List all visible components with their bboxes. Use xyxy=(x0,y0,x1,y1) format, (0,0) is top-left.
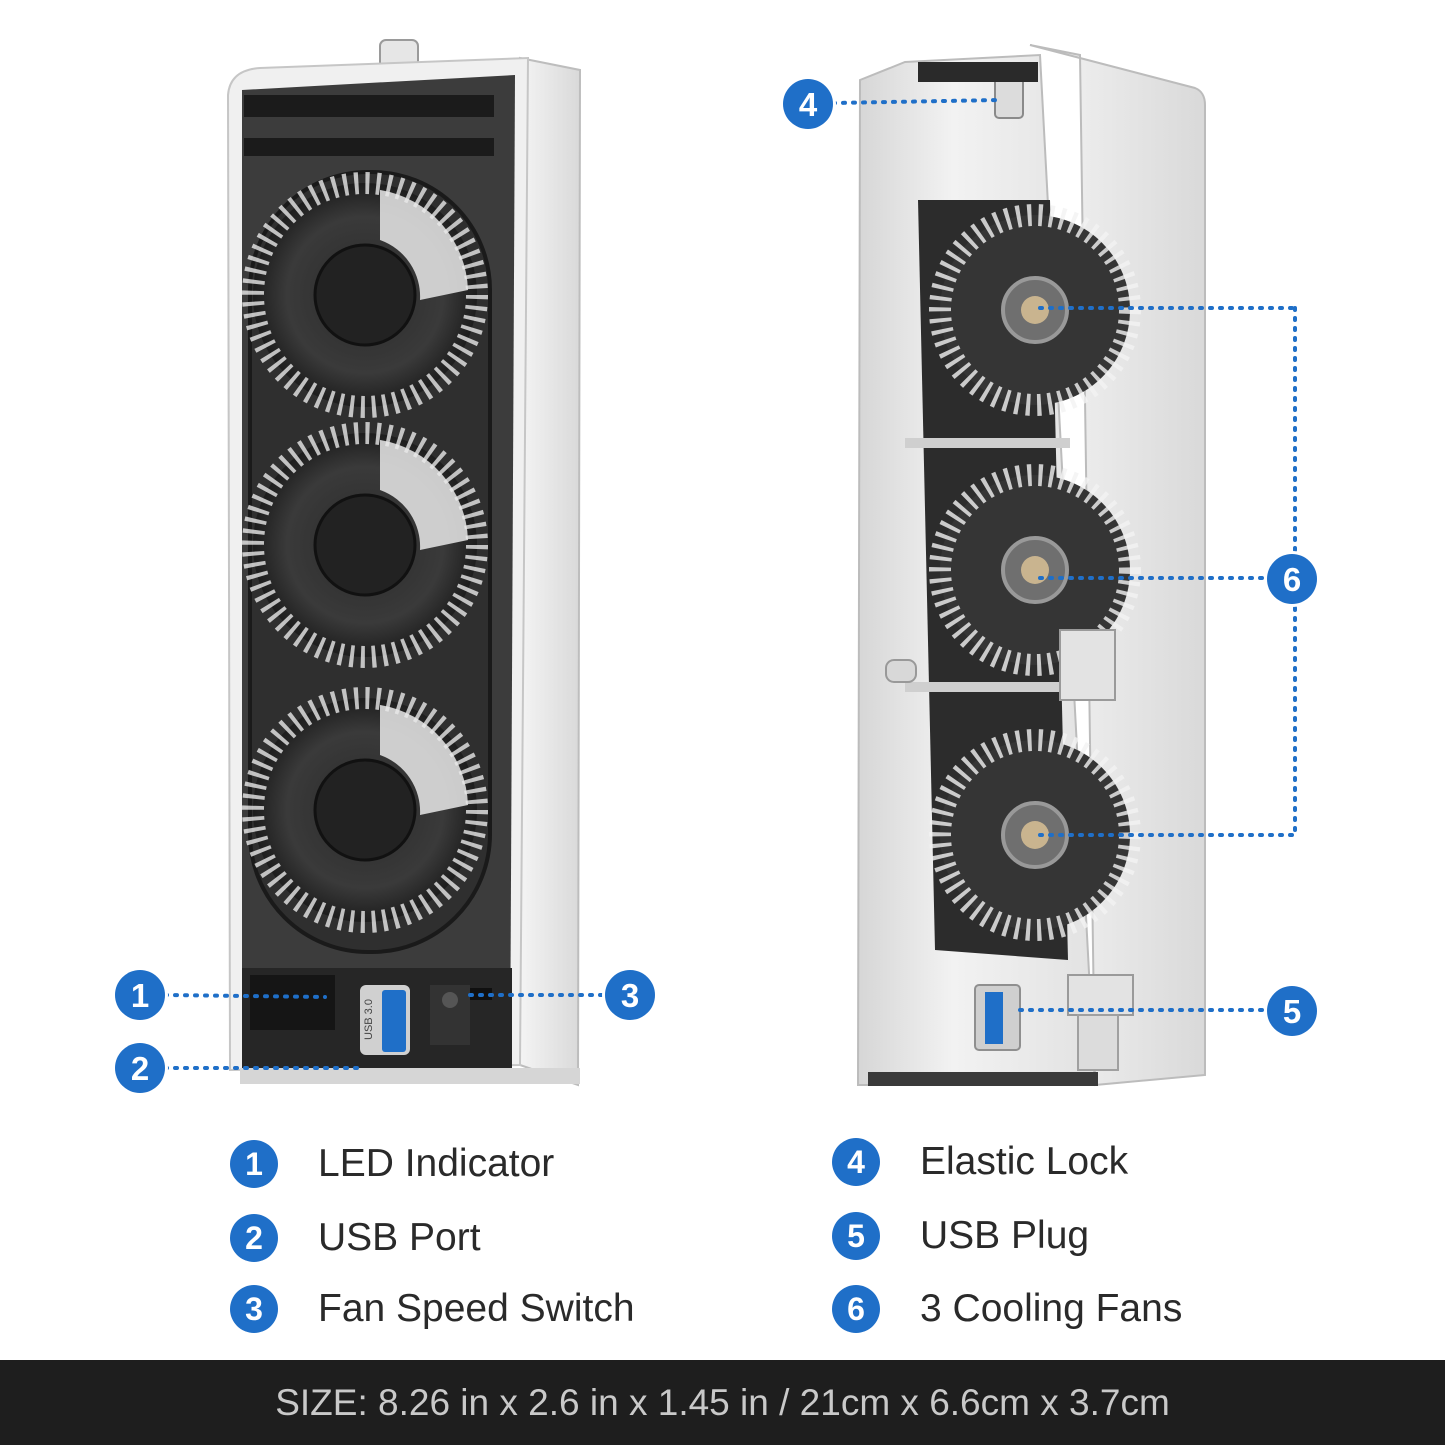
product-illustration: USB 3.0 xyxy=(163,39,1297,1087)
legend-item-usb-port: 2 USB Port xyxy=(230,1212,481,1264)
size-footer-bar: SIZE: 8.26 in x 2.6 in x 1.45 in / 21cm … xyxy=(0,1360,1445,1445)
legend-number-badge: 5 xyxy=(832,1212,880,1260)
callout-5-usb-plug: 5 xyxy=(1267,986,1317,1036)
legend-item-cooling-fans: 6 3 Cooling Fans xyxy=(832,1283,1182,1335)
callout-4-number: 4 xyxy=(798,85,818,123)
legend-label: USB Plug xyxy=(920,1214,1090,1257)
legend-item-elastic-lock: 4 Elastic Lock xyxy=(832,1136,1128,1188)
legend-label: LED Indicator xyxy=(318,1142,555,1185)
side-view-device xyxy=(856,44,1206,1087)
callout-5-number: 5 xyxy=(1282,992,1302,1030)
legend-label: USB Port xyxy=(318,1216,481,1259)
callout-6-number: 6 xyxy=(1282,560,1302,598)
callout-6-cooling-fans: 6 xyxy=(1267,554,1317,604)
legend-number-badge: 3 xyxy=(230,1285,278,1333)
size-text: SIZE: 8.26 in x 2.6 in x 1.45 in / 21cm … xyxy=(275,1381,1170,1423)
legend-label: 3 Cooling Fans xyxy=(920,1287,1183,1330)
callout-3-fan-speed-switch: 3 xyxy=(605,970,655,1020)
usb-port-marking: USB 3.0 xyxy=(363,999,375,1040)
callout-1-number: 1 xyxy=(130,976,150,1014)
callout-4-elastic-lock: 4 xyxy=(783,79,833,129)
front-view-device: USB 3.0 xyxy=(226,39,582,1087)
fan-2 xyxy=(242,422,488,668)
callout-2-usb-port: 2 xyxy=(115,1043,165,1093)
callout-1-led-indicator: 1 xyxy=(115,970,165,1020)
legend-item-usb-plug: 5 USB Plug xyxy=(832,1210,1089,1262)
legend-number-badge: 1 xyxy=(230,1140,278,1188)
fan-1 xyxy=(242,172,488,418)
callout-2-number: 2 xyxy=(130,1049,150,1087)
legend-item-led-indicator: 1 LED Indicator xyxy=(230,1138,554,1190)
callout-3-number: 3 xyxy=(620,976,640,1014)
legend-item-fan-speed-switch: 3 Fan Speed Switch xyxy=(230,1283,635,1335)
legend-number-badge: 6 xyxy=(832,1285,880,1333)
legend-number-badge: 2 xyxy=(230,1214,278,1262)
side-fan-2 xyxy=(929,464,1141,676)
legend-label: Fan Speed Switch xyxy=(318,1287,635,1330)
fan-3 xyxy=(242,687,488,933)
legend-number-badge: 4 xyxy=(832,1138,880,1186)
legend-label: Elastic Lock xyxy=(920,1140,1129,1183)
